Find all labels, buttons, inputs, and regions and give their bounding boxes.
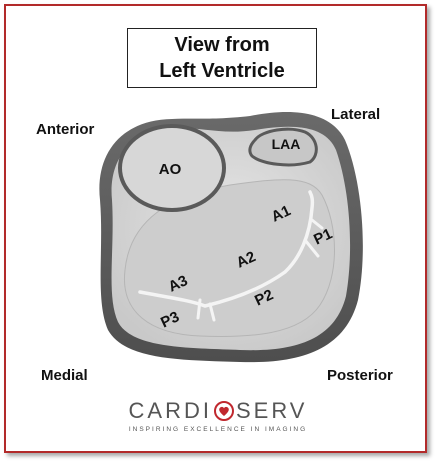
logo-wordmark: CARDI SERV [118, 398, 318, 424]
label-a3: A3 [166, 272, 191, 296]
logo-word-right: SERV [235, 398, 308, 423]
left-atrial-appendage [248, 127, 318, 167]
label-a2: A2 [234, 248, 259, 272]
coaptation-line [138, 190, 315, 308]
aorta [118, 124, 226, 212]
label-posterior: Posterior [327, 367, 393, 384]
logo-tagline: INSPIRING EXCELLENCE IN IMAGING [128, 426, 308, 433]
label-laa: LAA [272, 136, 301, 152]
label-medial: Medial [41, 367, 88, 384]
label-anterior: Anterior [36, 121, 95, 138]
logo-word-left: CARDI [128, 398, 212, 423]
commissure-anterolateral [303, 218, 324, 258]
label-p2: P2 [252, 286, 276, 309]
label-p1: P1 [311, 225, 335, 248]
label-lateral: Lateral [331, 106, 381, 123]
title-box: View from Left Ventricle [127, 28, 317, 88]
commissure-posteromedial [196, 298, 216, 322]
label-p3: P3 [158, 308, 182, 331]
label-a1: A1 [269, 202, 294, 226]
title-line-1: View from [174, 34, 270, 56]
heart-in-circle-icon [213, 401, 234, 421]
label-ao: AO [159, 161, 182, 178]
cardioserv-logo: CARDI SERV INSPIRING EXCELLENCE IN IMAGI… [118, 398, 318, 433]
title-line-2: Left Ventricle [159, 60, 285, 82]
